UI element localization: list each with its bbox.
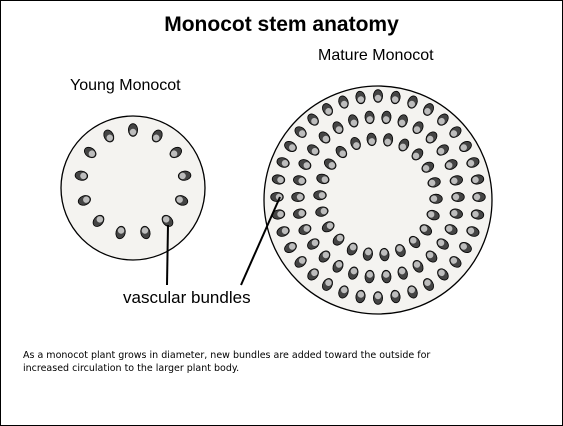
- vascular-bundles-label: vascular bundles: [123, 288, 251, 308]
- vascular-bundle: [314, 190, 327, 200]
- young-stem-cross-section: [61, 116, 205, 260]
- vascular-bundle: [128, 124, 137, 137]
- vascular-bundle: [271, 192, 284, 201]
- caption-line-1: As a monocot plant grows in diameter, ne…: [23, 349, 548, 362]
- caption-line-2: increased circulation to the larger plan…: [23, 362, 548, 375]
- pointer-line-young: [167, 225, 168, 285]
- vascular-bundle: [473, 192, 486, 201]
- vascular-bundle: [373, 90, 382, 103]
- vascular-bundle: [452, 192, 465, 201]
- caption: As a monocot plant grows in diameter, ne…: [23, 349, 548, 375]
- vascular-bundle: [430, 194, 443, 204]
- vascular-bundle: [373, 292, 382, 305]
- vascular-bundle: [292, 192, 305, 201]
